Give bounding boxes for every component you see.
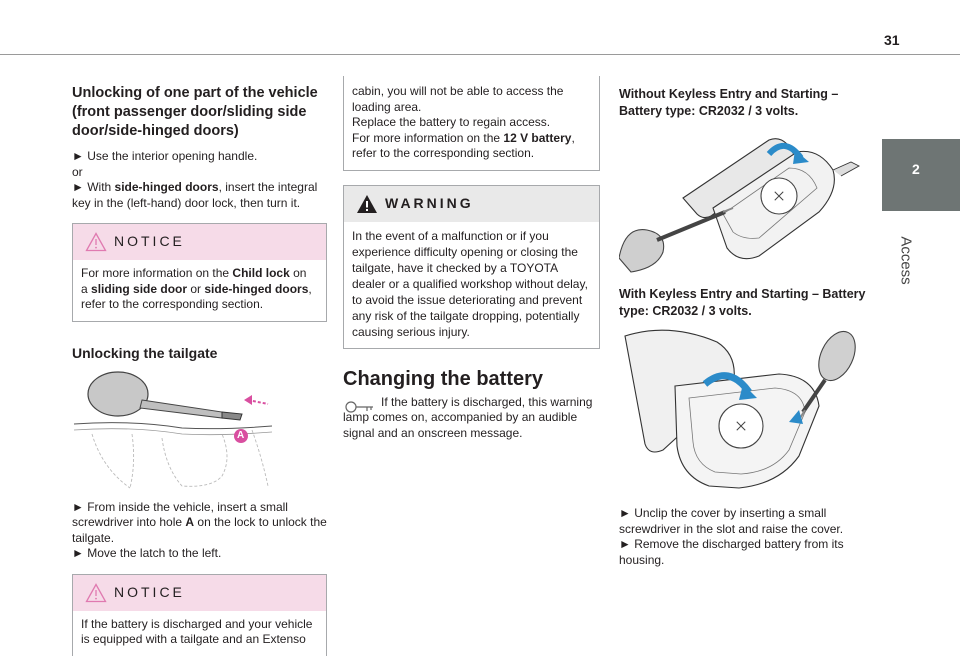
step-interior-handle: ► Use the interior opening handle. bbox=[72, 149, 258, 163]
column-1: Unlocking of one part of the vehicle (fr… bbox=[72, 84, 327, 656]
caution-triangle-icon bbox=[85, 582, 107, 602]
tailgate-lock-illustration bbox=[73, 370, 272, 488]
notice-label: NOTICE bbox=[114, 583, 185, 600]
link-child-lock: Child lock bbox=[232, 266, 290, 280]
link-12v-battery: 12 V battery bbox=[503, 130, 572, 145]
notice-label: NOTICE bbox=[114, 233, 185, 249]
page-number: 31 bbox=[884, 32, 900, 48]
step-remove-battery: ► Remove the discharged battery from its… bbox=[619, 537, 844, 567]
notice-continuation: cabin, you will not be able to access th… bbox=[343, 76, 600, 171]
heading-without-keyless: Without Keyless Entry and Starting – Bat… bbox=[619, 87, 839, 118]
step-unclip-cover: ► Unclip the cover by inserting a small … bbox=[619, 506, 844, 536]
heading-with-keyless: With Keyless Entry and Starting – Batter… bbox=[619, 287, 866, 318]
callout-a-marker bbox=[234, 428, 248, 443]
section-title-changing-battery: Changing the battery bbox=[343, 367, 544, 390]
notice-body: If the battery is discharged and your ve… bbox=[81, 616, 313, 647]
warning-box: WARNING In the event of a malfunction or… bbox=[343, 184, 600, 349]
tailgate-step-2: ► Move the latch to the left. bbox=[72, 546, 222, 560]
remote-key-battery-illustration bbox=[619, 138, 860, 273]
smart-key-battery-illustration bbox=[624, 329, 856, 489]
notice-box-1: NOTICE For more information on the Child… bbox=[72, 223, 327, 322]
warning-triangle-icon bbox=[357, 194, 377, 213]
or-text: or bbox=[72, 164, 83, 179]
tailgate-step-1: ► From inside the vehicle, insert a smal… bbox=[72, 499, 327, 545]
battery-intro: If the battery is discharged, this warni… bbox=[343, 394, 593, 440]
warning-header: WARNING bbox=[344, 185, 599, 222]
warning-body: In the event of a malfunction or if you … bbox=[352, 228, 588, 339]
step-side-hinged: ► With side-hinged doors, insert the int… bbox=[72, 180, 318, 210]
notice-header: NOTICE bbox=[73, 574, 326, 611]
column-3: Without Keyless Entry and Starting – Bat… bbox=[619, 86, 869, 568]
section-title-tailgate: Unlocking the tailgate bbox=[72, 344, 218, 361]
column-2: cabin, you will not be able to access th… bbox=[343, 76, 600, 441]
caution-triangle-icon bbox=[85, 232, 107, 252]
notice-header: NOTICE bbox=[73, 224, 326, 260]
section-title-unlocking-part: Unlocking of one part of the vehicle (fr… bbox=[72, 85, 318, 139]
chapter-tab[interactable]: 2 bbox=[882, 139, 960, 211]
notice-body: For more information on the Child lock o… bbox=[81, 266, 312, 311]
chapter-number: 2 bbox=[912, 161, 920, 177]
notice-box-2: NOTICE If the battery is discharged and … bbox=[72, 573, 327, 656]
warning-label: WARNING bbox=[385, 194, 474, 211]
header-rule bbox=[0, 54, 960, 55]
key-warning-lamp-icon bbox=[345, 400, 373, 413]
chapter-title: Access bbox=[897, 236, 915, 285]
